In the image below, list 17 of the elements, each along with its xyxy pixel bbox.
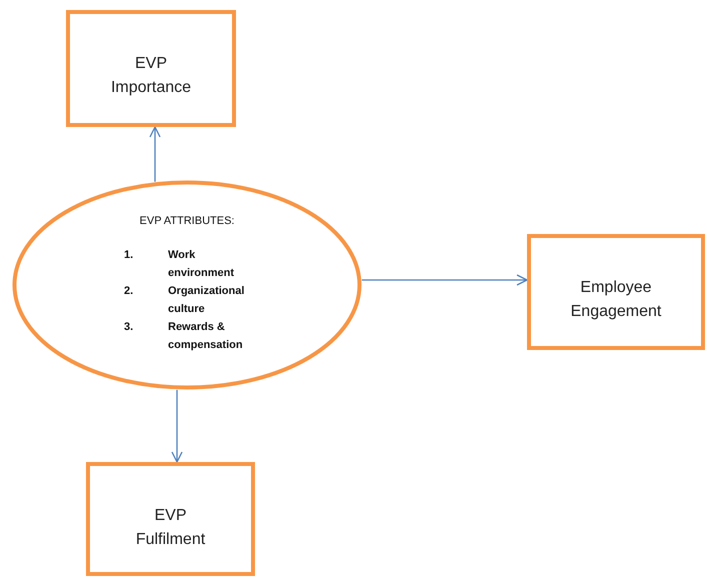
list-number: 2. <box>124 284 134 299</box>
arrow <box>149 126 161 182</box>
heading: EVP ATTRIBUTES: <box>138 214 236 229</box>
list-item: Rewards & compensation <box>168 320 244 353</box>
list-item: Work environment <box>168 248 236 281</box>
list-number: 3. <box>124 320 134 335</box>
arrow <box>171 390 183 463</box>
process-box <box>527 234 705 350</box>
box-label: EVP Fulfilment <box>134 506 206 550</box>
arrow <box>362 274 528 286</box>
box-label: Employee Engagement <box>570 278 662 322</box>
list-item: Organizational culture <box>168 284 246 317</box>
process-box <box>66 10 236 127</box>
attributes-ellipse <box>12 180 362 390</box>
process-box <box>86 462 255 576</box>
list-number: 1. <box>124 248 134 263</box>
box-label: EVP Importance <box>110 54 192 98</box>
